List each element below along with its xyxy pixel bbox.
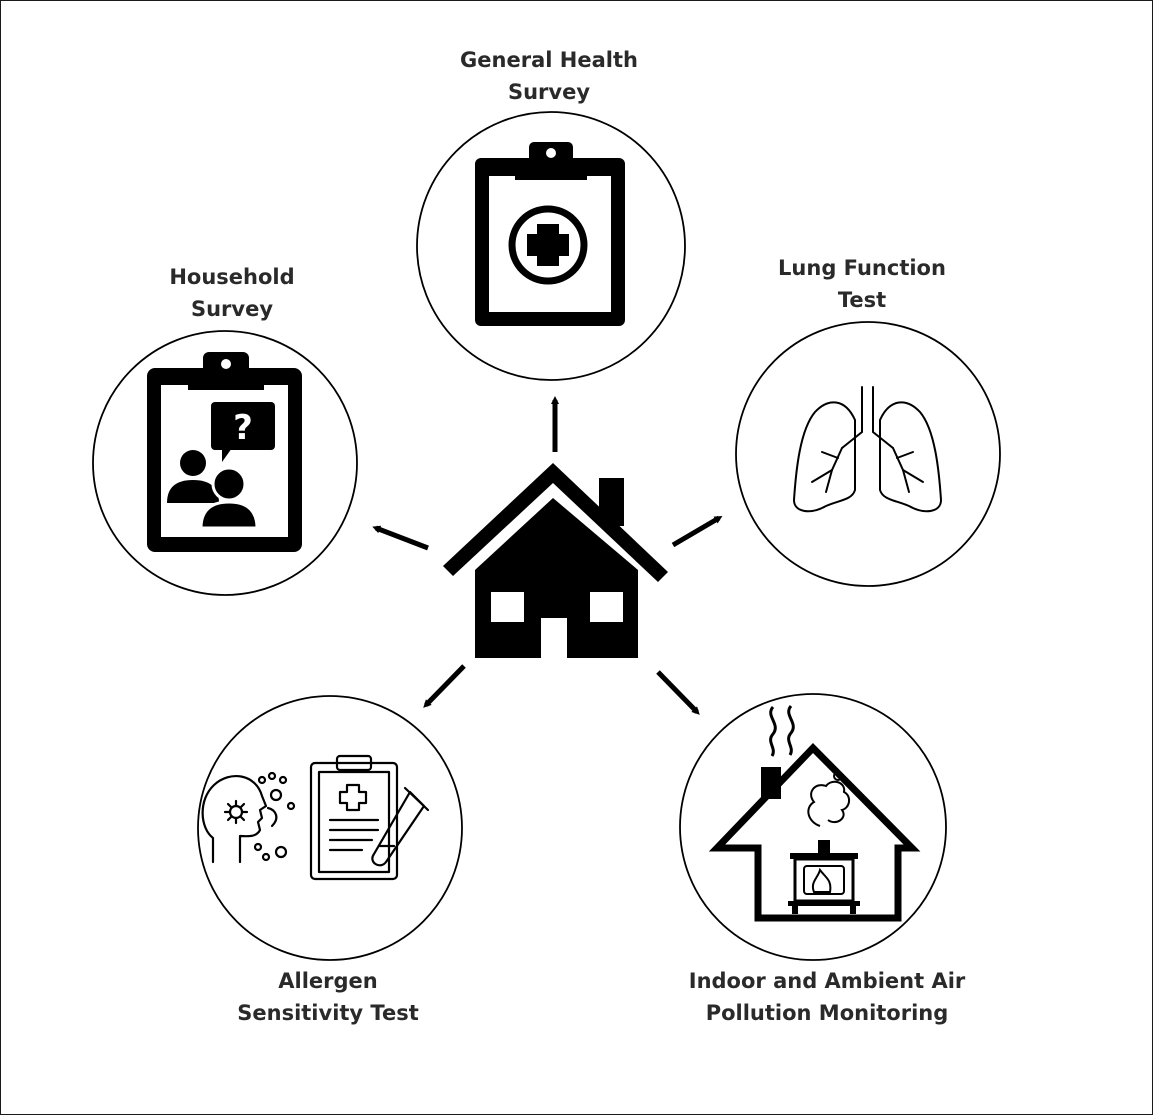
allergen-test-icon [201, 754, 430, 881]
house-stove-smoke-icon [708, 705, 921, 922]
general-health-label-line2: Survey [507, 80, 591, 104]
allergen-label-line2: Sensitivity Test [237, 1001, 419, 1025]
general-health-circle [416, 111, 686, 381]
allergen-label-line1: Allergen [278, 969, 378, 993]
air-pollution-label-line1: Indoor and Ambient Air [688, 969, 966, 993]
general-health-label: General Health Survey [449, 44, 649, 108]
lung-function-label-line2: Test [837, 288, 887, 312]
arrow-to-allergen [423, 664, 466, 708]
arrow-to-household [372, 525, 429, 551]
allergen-label: Allergen Sensitivity Test [208, 965, 448, 1029]
clipboard-people-question-icon: ? [147, 352, 302, 552]
clipboard-medical-cross-icon [475, 142, 625, 326]
air-pollution-label-line2: Pollution Monitoring [705, 1001, 949, 1025]
household-circle [92, 330, 358, 596]
air-pollution-label: Indoor and Ambient Air Pollution Monitor… [672, 965, 982, 1029]
general-health-label-line1: General Health [460, 48, 638, 72]
lungs-icon [792, 386, 943, 513]
household-label: Household Survey [132, 261, 332, 325]
household-label-line1: Household [169, 265, 295, 289]
lung-function-label: Lung Function Test [762, 252, 962, 316]
lung-function-circle [735, 321, 1001, 587]
household-label-line2: Survey [190, 297, 274, 321]
arrow-to-lung-function [671, 515, 723, 548]
air-pollution-circle [679, 693, 947, 961]
allergen-circle [197, 695, 463, 961]
lung-function-label-line1: Lung Function [778, 256, 946, 280]
arrow-to-air-pollution [656, 670, 700, 715]
svg-text:?: ? [233, 408, 253, 448]
house-icon [443, 463, 668, 658]
